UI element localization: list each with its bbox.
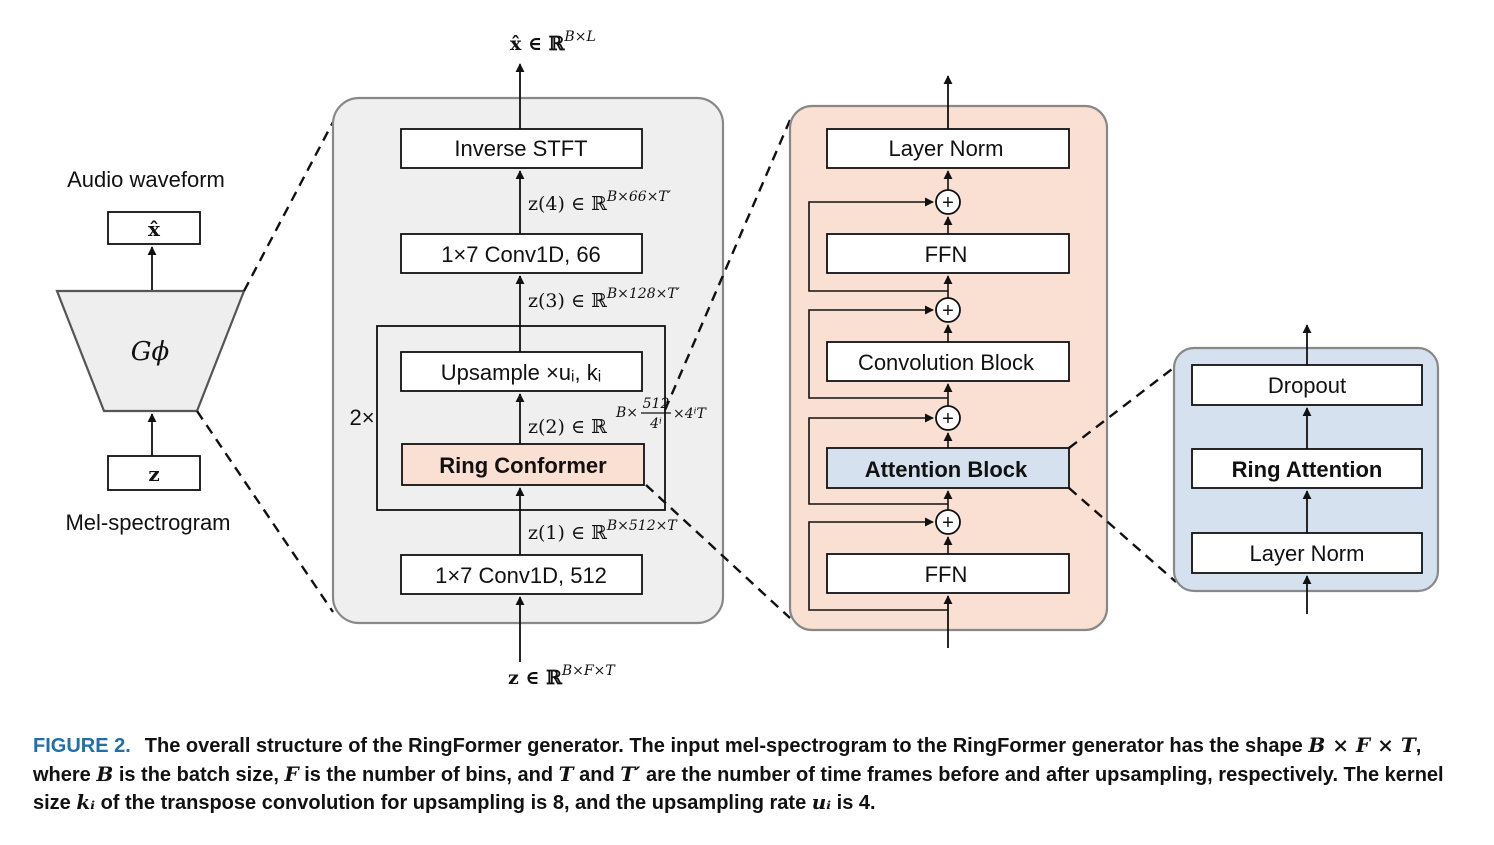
attention-layer-norm-label: Layer Norm xyxy=(1250,541,1365,566)
conformer-layer-norm-label: Layer Norm xyxy=(889,136,1004,161)
caption-text-4: is the number of bins, and xyxy=(298,763,559,786)
repeat-count-label: 2× xyxy=(349,405,374,430)
inverse-stft-box xyxy=(400,128,643,169)
residual-2 xyxy=(808,413,948,505)
z-box xyxy=(107,455,201,491)
caption-text-3: is the batch size, xyxy=(113,763,285,786)
attention-block-box xyxy=(826,447,1070,489)
convolution-block-box xyxy=(826,341,1070,382)
plus1-circle xyxy=(935,509,961,535)
plus3-circle xyxy=(935,297,961,323)
convolution-block-label: Convolution Block xyxy=(858,350,1035,375)
caption-t: T xyxy=(558,761,574,786)
input-math: z ∈ ℝB×F×T xyxy=(508,663,616,689)
z-box-label: z xyxy=(148,462,159,486)
ring-attention-box xyxy=(1191,448,1423,489)
caption-text-7: of the transpose convolution for upsampl… xyxy=(95,792,812,814)
caption-text-8: is 4. xyxy=(831,792,876,814)
caption-t-prime: T′ xyxy=(620,761,641,786)
ringformer-diagram: Audio waveform x̂ Gϕ z Mel-spectrogram x… xyxy=(55,29,1440,689)
zoom-line-top-2 xyxy=(663,119,792,411)
upsample-label: Upsample ×uᵢ, kᵢ xyxy=(441,360,601,385)
z2-frac-num: 512 xyxy=(643,396,670,412)
zoom-line-top-3 xyxy=(1068,365,1177,449)
plus2-circle xyxy=(935,405,961,431)
attention-layer-norm-box xyxy=(1191,532,1423,574)
caption-shape: B × F × T xyxy=(1308,733,1416,757)
zoom-line-bottom-1 xyxy=(196,410,334,613)
conv1d-512-box xyxy=(400,554,643,595)
z4-math: z(4) ∈ ℝB×66×T′ xyxy=(528,189,672,215)
zoom-line-top-1 xyxy=(242,121,335,292)
figure-label: FIGURE 2. xyxy=(33,735,131,757)
z2-sup-prefix: B× xyxy=(615,405,638,421)
conformer-ffn-top-box xyxy=(826,233,1070,274)
plus4-circle xyxy=(935,189,961,215)
ring-conformer-panel: Layer Norm + FFN + Convolution Block + A… xyxy=(788,75,1109,648)
ring-attention-label: Ring Attention xyxy=(1232,457,1383,482)
caption-text-6: are the number of time frames before and… xyxy=(33,763,1444,815)
conformer-ffn-bottom-label: FFN xyxy=(925,562,968,587)
conformer-layer-norm-box xyxy=(826,128,1070,169)
caption-text-2: , where xyxy=(33,735,1422,786)
dropout-box xyxy=(1191,364,1423,406)
dropout-label: Dropout xyxy=(1268,373,1346,398)
attention-block-panel: Dropout Ring Attention Layer Norm xyxy=(1172,324,1440,614)
ring-conformer-box xyxy=(401,443,645,486)
residual-4 xyxy=(808,197,948,292)
ring-conformer-label: Ring Conformer xyxy=(439,453,607,478)
z3-math: z(3) ∈ ℝB×128×T′ xyxy=(528,286,681,312)
caption-text-5: and xyxy=(573,763,621,786)
generator-symbol: Gϕ xyxy=(131,337,170,367)
x-hat-box xyxy=(107,211,201,245)
upsample-box xyxy=(400,351,643,392)
caption-b: B xyxy=(96,761,114,786)
conformer-ffn-top-label: FFN xyxy=(925,242,968,267)
plus4-sign: + xyxy=(942,192,954,214)
x-hat-label: x̂ xyxy=(148,217,161,241)
z1-math: z(1) ∈ ℝB×512×T xyxy=(528,518,678,544)
attention-block-label: Attention Block xyxy=(865,457,1028,482)
generator-stack-panel: x̂ ∈ ℝB×L Inverse STFT z(4) ∈ ℝB×66×T′ 1… xyxy=(331,29,725,662)
conv1d-512-label: 1×7 Conv1D, 512 xyxy=(435,563,607,588)
conv1d-66-label: 1×7 Conv1D, 66 xyxy=(441,242,601,267)
caption-text-1: The overall structure of the RingFormer … xyxy=(144,735,1309,757)
plus1-sign: + xyxy=(942,512,954,534)
z2-sup-suffix: ×4ⁱT xyxy=(673,406,707,422)
audio-waveform-label: Audio waveform xyxy=(67,167,225,192)
mel-spectrogram-label: Mel-spectrogram xyxy=(65,510,230,535)
output-math: x̂ ∈ ℝB×L xyxy=(510,29,596,55)
residual-1 xyxy=(808,517,948,611)
plus2-sign: + xyxy=(942,408,954,430)
caption-u: uᵢ xyxy=(811,790,832,814)
plus3-sign: + xyxy=(942,300,954,322)
conformer-ffn-bottom-box xyxy=(826,553,1070,594)
figure-caption: FIGURE 2. The overall structure of the Ri… xyxy=(33,732,1463,818)
residual-3 xyxy=(808,305,948,399)
z2-frac-den: 4ⁱ xyxy=(649,416,662,432)
caption-f: F xyxy=(284,761,299,786)
z2-math: z(2) ∈ ℝ xyxy=(528,416,607,438)
generator-section: Audio waveform x̂ Gϕ z Mel-spectrogram xyxy=(55,167,246,535)
repeat-loop-frame xyxy=(376,325,666,511)
conv1d-66-box xyxy=(400,233,643,274)
caption-k: kᵢ xyxy=(76,790,96,814)
inverse-stft-label: Inverse STFT xyxy=(454,136,587,161)
zoom-line-bottom-3 xyxy=(1068,487,1177,583)
